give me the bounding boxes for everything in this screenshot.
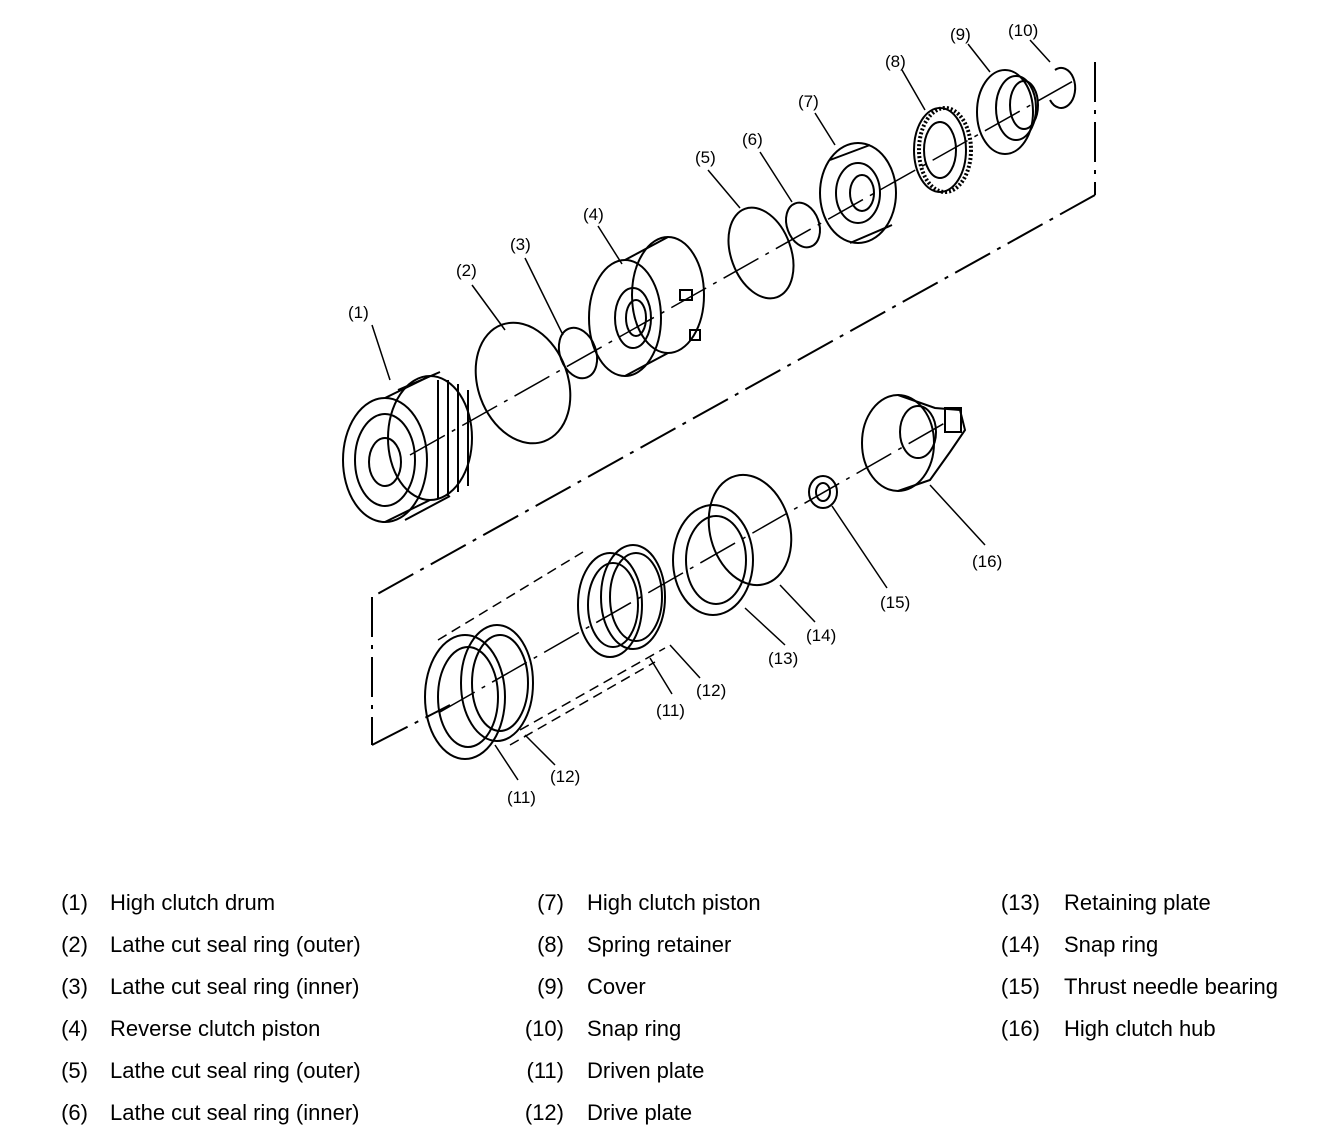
drive-plate-12a	[460, 624, 534, 742]
callout-7: (7)	[798, 92, 819, 111]
legend-item-label: High clutch drum	[110, 890, 276, 915]
leader-lines	[371, 39, 1051, 781]
legend-item-label: Reverse clutch piston	[110, 1016, 321, 1041]
callout-14: (14)	[806, 626, 836, 645]
callout-3: (3)	[510, 235, 531, 254]
legend-item-label: Lathe cut seal ring (inner)	[110, 974, 360, 999]
seal-ring-inner-6	[785, 201, 821, 249]
legend-item-label: High clutch piston	[587, 890, 761, 915]
legend-item-label: Driven plate	[587, 1058, 705, 1083]
callout-9: (9)	[950, 25, 971, 44]
legend-item-number: (15)	[1000, 974, 1040, 999]
callout-6: (6)	[742, 130, 763, 149]
legend-item-number: (9)	[537, 974, 564, 999]
legend-item-label: Drive plate	[587, 1100, 693, 1125]
high-clutch-hub-part	[861, 394, 967, 492]
legend-item-number: (1)	[61, 890, 88, 915]
retaining-plate-part	[672, 504, 754, 616]
legend-item-number: (5)	[61, 1058, 88, 1083]
callout-10: (10)	[1008, 21, 1038, 40]
legend-item-number: (11)	[526, 1058, 565, 1083]
exploded-view-diagram: (1) (2) (3) (4) (5) (6) (7) (8) (9) (10)…	[342, 21, 1096, 807]
legend-item-number: (10)	[524, 1016, 564, 1041]
legend-item-label: Lathe cut seal ring (inner)	[110, 1100, 360, 1125]
legend-item-number: (6)	[61, 1100, 88, 1125]
snap-ring-14	[707, 473, 793, 587]
spring-retainer-part	[913, 106, 973, 194]
upper-axis-line	[409, 79, 1076, 456]
snap-ring-10	[1049, 67, 1077, 109]
callout-12a: (12)	[550, 767, 580, 786]
dashed-connection	[437, 551, 666, 746]
legend-item-number: (3)	[61, 974, 88, 999]
legend-item-number: (12)	[524, 1100, 564, 1125]
seal-ring-inner-3	[557, 326, 599, 380]
callout-15: (15)	[880, 593, 910, 612]
thrust-needle-bearing-part	[808, 475, 838, 509]
legend-item-label: Retaining plate	[1064, 890, 1211, 915]
parts-legend: (1) High clutch drum (2) Lathe cut seal rin…	[0, 888, 1328, 1128]
reverse-clutch-piston-part	[588, 236, 705, 377]
legend-item-label: Spring retainer	[587, 932, 732, 957]
legend-item-label: High clutch hub	[1064, 1016, 1216, 1041]
lower-axis-line	[439, 419, 951, 713]
callout-1: (1)	[348, 303, 369, 322]
callout-12b: (12)	[696, 681, 726, 700]
callout-16: (16)	[972, 552, 1002, 571]
legend-item-number: (2)	[61, 932, 88, 957]
high-clutch-piston-part	[819, 142, 897, 244]
legend-item-number: (8)	[537, 932, 564, 957]
legend-item-number: (4)	[61, 1016, 88, 1041]
callout-11a: (11)	[507, 788, 536, 807]
callout-13: (13)	[768, 649, 798, 668]
legend-item-number: (13)	[1000, 890, 1040, 915]
legend-item-label: Snap ring	[1064, 932, 1159, 957]
seal-ring-outer-2	[474, 321, 572, 445]
driven-plate-11b	[577, 552, 643, 658]
callout-5: (5)	[695, 148, 716, 167]
legend-item-number: (16)	[1000, 1016, 1040, 1041]
legend-item-label: Thrust needle bearing	[1064, 974, 1279, 999]
seal-ring-outer-5	[727, 206, 795, 300]
legend-item-label: Snap ring	[587, 1016, 682, 1041]
legend-item-label: Lathe cut seal ring (outer)	[110, 1058, 361, 1083]
legend-item-number: (7)	[537, 890, 564, 915]
legend-item-label: Lathe cut seal ring (outer)	[110, 932, 361, 957]
callout-11b: (11)	[656, 701, 685, 720]
drive-plate-12b	[600, 544, 666, 650]
frame-line	[371, 62, 1096, 746]
high-clutch-drum-part	[342, 371, 473, 523]
legend-item-label: Cover	[587, 974, 646, 999]
legend-item-number: (14)	[1000, 932, 1040, 957]
callout-8: (8)	[885, 52, 906, 71]
cover-part	[976, 69, 1039, 155]
callout-2: (2)	[456, 261, 477, 280]
callout-4: (4)	[583, 205, 604, 224]
